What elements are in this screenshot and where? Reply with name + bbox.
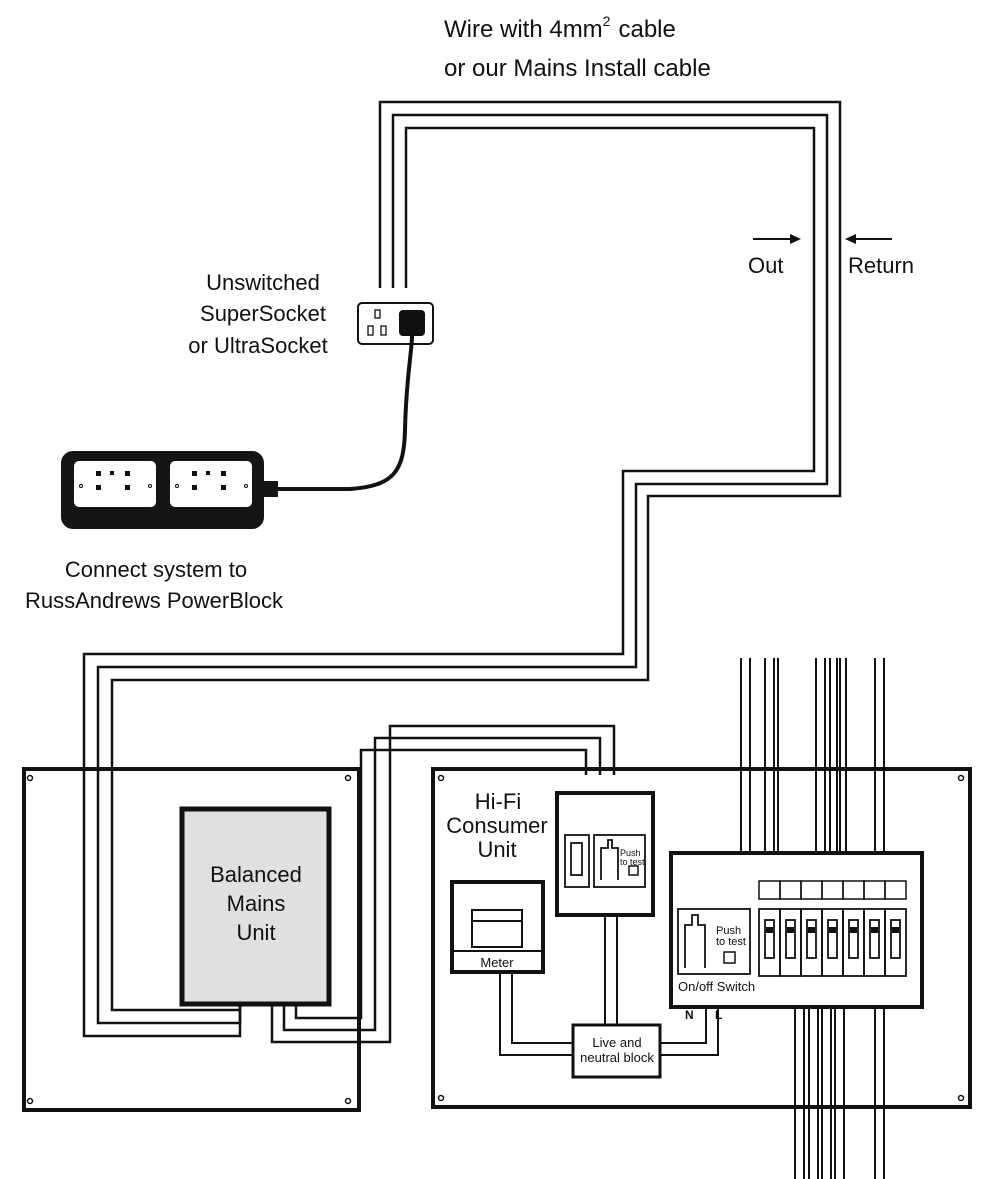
balanced-label-line1: Balanced <box>210 862 302 887</box>
left-board-screws <box>26 774 352 1105</box>
wall-socket <box>357 302 434 345</box>
hifi-consumer-unit <box>555 791 655 917</box>
right-board-screws <box>437 774 965 1102</box>
balanced-label-line3: Unit <box>236 920 275 945</box>
meter <box>450 880 545 974</box>
main-consumer-unit <box>669 851 924 1009</box>
main-push-label-line1: Push <box>716 925 741 937</box>
return-arrow <box>845 234 892 244</box>
circuit-cables <box>740 658 885 1179</box>
plug-flex <box>278 335 414 491</box>
breaker-labels <box>758 880 907 900</box>
powerblock <box>61 451 278 529</box>
meter-label: Meter <box>480 955 514 970</box>
onoff-label: On/off Switch <box>678 979 755 994</box>
socket-label-line2: SuperSocket <box>200 301 326 326</box>
breakers <box>758 908 907 977</box>
powerblock-label-line1: Connect system to <box>65 557 247 582</box>
tails-cable <box>499 915 719 1056</box>
out-arrow <box>753 234 801 244</box>
balanced-mains-unit <box>179 806 332 1007</box>
left-board <box>22 767 361 1112</box>
live-neutral-block <box>571 1023 662 1079</box>
hifi-push-label-line1: Push <box>620 848 641 858</box>
return-label: Return <box>848 253 914 278</box>
cable-subtitle: or our Mains Install cable <box>444 55 711 82</box>
right-board <box>431 767 972 1109</box>
hifi-push-label-line2: to test <box>620 857 645 867</box>
socket-label-line1: Unswitched <box>206 270 320 295</box>
live-terminal-label: L <box>715 1008 722 1022</box>
powerblock-label-line2: RussAndrews PowerBlock <box>25 588 284 613</box>
balanced-label-line2: Mains <box>227 891 286 916</box>
hifi-label-line1: Hi-Fi <box>475 789 521 814</box>
main-push-label-line2: to test <box>716 936 746 948</box>
breaker-toggles <box>766 927 899 933</box>
out-label: Out <box>748 253 783 278</box>
socket-label-line3: or UltraSocket <box>188 333 327 358</box>
block-label-line2: neutral block <box>580 1050 654 1065</box>
block-label-line1: Live and <box>592 1035 641 1050</box>
ring-main-cable <box>82 100 842 1038</box>
hifi-label-line2: Consumer <box>446 813 547 838</box>
neutral-terminal-label: N <box>685 1008 694 1022</box>
hifi-label-line3: Unit <box>477 837 516 862</box>
